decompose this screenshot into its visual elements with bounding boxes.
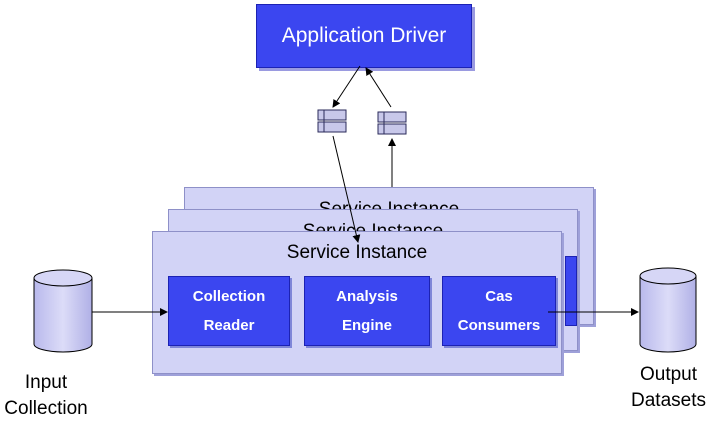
output-datasets-label: Output Datasets (620, 362, 717, 414)
analysis-engine-label-line1: Analysis (336, 288, 398, 305)
queue-to-service-arrow (332, 135, 361, 243)
queue-icon (377, 111, 407, 135)
collection-reader-label-line1: Collection (192, 288, 266, 305)
cas-consumers-box: Cas Consumers (442, 276, 556, 346)
collection-reader-box: Collection Reader (168, 276, 290, 346)
input-collection-label-line1: Input (24, 372, 68, 393)
database-icon (639, 267, 697, 353)
analysis-engine-box: Analysis Engine (304, 276, 430, 346)
service-instance-title: Service Instance (286, 242, 428, 263)
cas-consumers-label-line1: Cas (485, 288, 513, 305)
queue-to-driver-arrow (365, 67, 392, 108)
application-driver-box: Application Driver (256, 4, 472, 68)
input-collection-label-line2: Collection (4, 398, 88, 419)
service-instance-front: Service Instance Collection Reader Analy… (152, 231, 562, 374)
output-datasets-label-line1: Output (639, 364, 698, 385)
collection-reader-label-line2: Reader (203, 317, 255, 334)
queue-icon (317, 109, 347, 133)
cas-consumers-label-line2: Consumers (457, 317, 541, 334)
input-collection-label: Input Collection (0, 370, 92, 422)
output-datasets-label-line2: Datasets (631, 390, 706, 411)
hidden-component-edge (565, 256, 577, 326)
analysis-engine-label-line2: Engine (341, 317, 392, 334)
database-icon (33, 269, 93, 353)
driver-to-queue-arrow (332, 65, 361, 108)
application-driver-label: Application Driver (281, 24, 447, 47)
